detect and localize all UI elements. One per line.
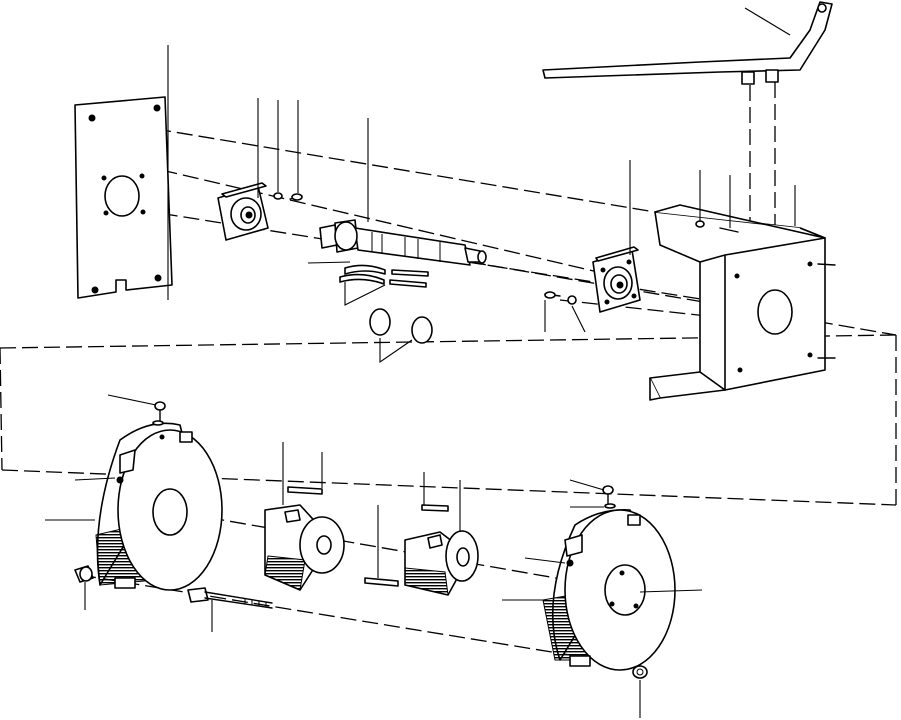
hub-right — [404, 480, 479, 596]
bolt — [544, 291, 561, 332]
mounting-plate — [74, 45, 173, 300]
nut — [632, 665, 648, 718]
nut — [74, 565, 94, 610]
drive-shaft — [319, 118, 487, 266]
bearing-flange-right — [592, 160, 641, 313]
frame-bracket — [649, 170, 836, 401]
brake-housing-left — [45, 422, 223, 591]
assembly-lines — [0, 82, 897, 656]
actuator-lever — [542, 1, 833, 85]
brake-housing-right — [502, 479, 703, 671]
long-bolt — [187, 587, 273, 632]
bearing-flange-left — [217, 98, 269, 241]
woodruff-keys — [307, 261, 429, 306]
key — [287, 452, 449, 587]
hub-left — [264, 442, 345, 591]
screw — [289, 100, 303, 201]
lock-washer — [567, 295, 586, 333]
washer — [273, 100, 283, 200]
retaining-rings — [369, 308, 433, 364]
set-screw — [107, 394, 166, 426]
